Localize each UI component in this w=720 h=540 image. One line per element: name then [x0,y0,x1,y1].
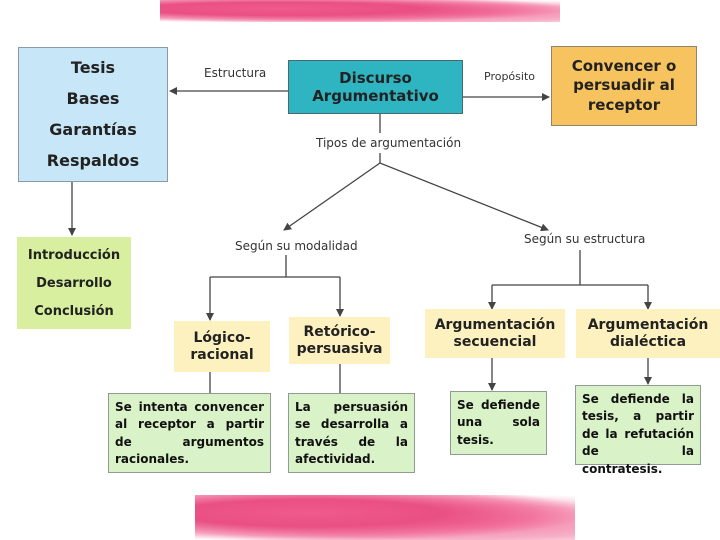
label-proposito: Propósito [484,70,535,83]
structure-item-garantias: Garantías [49,120,137,139]
type-retorico-line-1: Retórico- [303,323,376,340]
top-decorative-splash [160,0,560,22]
label-tipos: Tipos de argumentación [316,136,462,150]
type-logico-line-2: racional [190,346,254,363]
type-dialectica-box: Argumentación dialéctica [576,309,720,358]
center-line-2: Argumentativo [312,87,439,105]
purpose-line-2: persuadir al [573,76,675,95]
arrow-to-modalidad [283,162,381,231]
desc-logico: Se intenta convencer al receptor a parti… [108,393,271,473]
center-line-1: Discurso [339,69,412,87]
desc-dialectica: Se defiende la tesis, a partir de la ref… [575,385,701,476]
type-dialectica-line-1: Argumentación [587,316,709,333]
type-logico-box: Lógico- racional [174,321,270,372]
structure-item-respaldos: Respaldos [46,151,140,170]
purpose-line-1: Convencer o [571,56,677,75]
parts-item-desarrollo: Desarrollo [36,275,112,291]
type-secuencial-box: Argumentación secuencial [425,309,565,358]
bottom-decorative-splash [195,495,575,540]
type-secuencial-line-2: secuencial [453,333,537,350]
parts-box: Introducción Desarrollo Conclusión [17,237,131,329]
type-dialectica-line-2: dialéctica [609,333,687,350]
desc-secuencial: Se defiende una sola tesis. [450,391,547,455]
desc-retorico: La persuasión se desarrolla a través de … [288,393,415,473]
label-estructura-tipo: Según su estructura [524,232,646,246]
type-retorico-line-2: persuasiva [296,340,383,357]
type-secuencial-line-1: Argumentación [434,316,556,333]
structure-box: Tesis Bases Garantías Respaldos [18,47,168,182]
type-logico-line-1: Lógico- [193,329,251,346]
parts-item-introduccion: Introducción [27,247,121,263]
label-modalidad: Según su modalidad [235,239,358,253]
structure-item-bases: Bases [66,89,120,108]
structure-item-tesis: Tesis [70,58,116,77]
type-retorico-box: Retórico- persuasiva [289,317,390,364]
arrow-to-estructura-tipo [379,162,549,232]
label-estructura: Estructura [204,66,267,80]
purpose-box: Convencer o persuadir al receptor [551,46,697,126]
purpose-line-3: receptor [587,95,661,114]
center-box: Discurso Argumentativo [288,60,463,114]
parts-item-conclusion: Conclusión [34,303,114,319]
